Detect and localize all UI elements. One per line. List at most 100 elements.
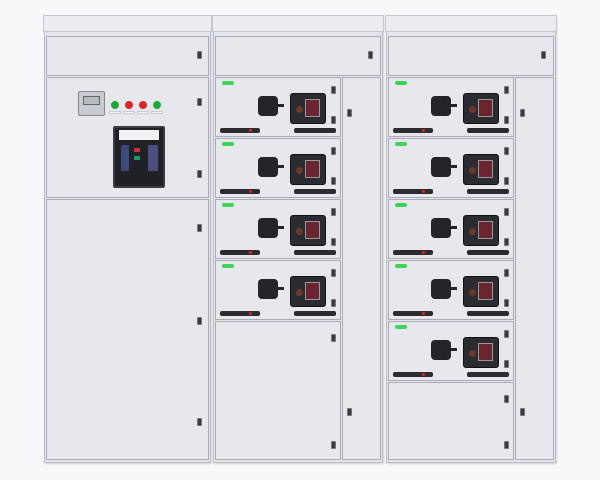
drawer-pull-handle[interactable] — [467, 372, 509, 377]
door-handle-icon[interactable] — [520, 408, 525, 416]
red-indicator — [249, 129, 252, 132]
drawer-latch-icon[interactable] — [331, 116, 336, 124]
drawer-pull-handle[interactable] — [220, 311, 260, 316]
top-door[interactable] — [388, 36, 554, 76]
drawer-latch-icon[interactable] — [504, 269, 509, 277]
bottom-door[interactable] — [388, 382, 514, 460]
operating-handle-knob[interactable] — [431, 218, 457, 238]
drawer-latch-icon[interactable] — [331, 299, 336, 307]
drawer-pull-handle[interactable] — [294, 128, 336, 133]
operating-handle-knob[interactable] — [431, 96, 457, 116]
red-indicator — [422, 312, 425, 315]
meter-button — [469, 289, 476, 296]
door-handle-icon[interactable] — [331, 441, 336, 449]
bottom-door[interactable] — [46, 199, 209, 460]
drawer-pull-handle[interactable] — [220, 189, 260, 194]
drawer-unit[interactable] — [215, 138, 341, 198]
door-handle-icon[interactable] — [368, 51, 373, 59]
drawer-latch-icon[interactable] — [504, 116, 509, 124]
drawer-latch-icon[interactable] — [504, 238, 509, 246]
cable-compartment-door[interactable] — [342, 77, 381, 460]
status-led — [395, 81, 407, 85]
drawer-unit[interactable] — [388, 77, 514, 137]
drawer-latch-icon[interactable] — [331, 208, 336, 216]
operating-handle-knob[interactable] — [431, 157, 457, 177]
drawer-pull-handle[interactable] — [294, 311, 336, 316]
drawer-unit[interactable] — [215, 199, 341, 259]
drawer-pull-handle[interactable] — [467, 250, 509, 255]
operating-handle-knob[interactable] — [258, 157, 284, 177]
drawer-latch-icon[interactable] — [331, 269, 336, 277]
drawer-latch-icon[interactable] — [504, 299, 509, 307]
door-handle-icon[interactable] — [504, 441, 509, 449]
operating-handle-knob[interactable] — [431, 279, 457, 299]
red-indicator — [422, 190, 425, 193]
door-handle-icon[interactable] — [197, 224, 202, 232]
control-door[interactable] — [46, 77, 209, 198]
drawer-pull-handle[interactable] — [467, 189, 509, 194]
incoming-cabinet — [43, 15, 212, 463]
top-door[interactable] — [46, 36, 209, 76]
door-handle-icon[interactable] — [197, 317, 202, 325]
drawer-pull-handle[interactable] — [220, 128, 260, 133]
operating-handle-knob[interactable] — [258, 96, 284, 116]
drawer-latch-icon[interactable] — [331, 238, 336, 246]
drawer-pull-handle[interactable] — [294, 250, 336, 255]
drawer-latch-icon[interactable] — [504, 208, 509, 216]
meter-button — [296, 106, 303, 113]
drawer-unit[interactable] — [388, 138, 514, 198]
drawer-pull-handle[interactable] — [467, 128, 509, 133]
drawer-latch-icon[interactable] — [504, 86, 509, 94]
bottom-door[interactable] — [215, 321, 341, 460]
top-door[interactable] — [215, 36, 381, 76]
operating-handle-knob[interactable] — [258, 279, 284, 299]
drawer-pull-handle[interactable] — [393, 189, 433, 194]
door-handle-icon[interactable] — [197, 170, 202, 178]
cabinet-top-cap — [43, 15, 212, 32]
drawer-unit[interactable] — [215, 260, 341, 320]
red-indicator — [422, 373, 425, 376]
drawer-unit[interactable] — [388, 199, 514, 259]
drawer-pull-handle[interactable] — [393, 250, 433, 255]
drawer-unit[interactable] — [388, 260, 514, 320]
door-handle-icon[interactable] — [197, 98, 202, 106]
meter-display — [305, 282, 320, 300]
operating-handle-knob[interactable] — [431, 340, 457, 360]
door-handle-icon[interactable] — [331, 334, 336, 342]
drawer-latch-icon[interactable] — [331, 147, 336, 155]
drawer-latch-icon[interactable] — [504, 177, 509, 185]
drawer-meter — [463, 276, 499, 307]
meter-button — [296, 167, 303, 174]
door-handle-icon[interactable] — [347, 408, 352, 416]
door-handle-icon[interactable] — [504, 395, 509, 403]
drawer-meter — [290, 93, 326, 124]
drawer-meter — [463, 215, 499, 246]
drawer-latch-icon[interactable] — [331, 177, 336, 185]
meter-button — [296, 289, 303, 296]
door-handle-icon[interactable] — [197, 51, 202, 59]
drawer-unit[interactable] — [388, 321, 514, 381]
drawer-pull-handle[interactable] — [294, 189, 336, 194]
door-handle-icon[interactable] — [520, 109, 525, 117]
meter-button — [469, 167, 476, 174]
operating-handle-knob[interactable] — [258, 218, 284, 238]
indicator-light-red — [139, 101, 147, 109]
air-circuit-breaker[interactable] — [113, 126, 165, 188]
drawer-unit[interactable] — [215, 77, 341, 137]
drawer-pull-handle[interactable] — [393, 311, 433, 316]
drawer-pull-handle[interactable] — [467, 311, 509, 316]
drawer-latch-icon[interactable] — [504, 147, 509, 155]
drawer-pull-handle[interactable] — [220, 250, 260, 255]
drawer-pull-handle[interactable] — [393, 372, 433, 377]
power-meter — [78, 91, 105, 116]
drawer-latch-icon[interactable] — [504, 330, 509, 338]
door-handle-icon[interactable] — [541, 51, 546, 59]
drawer-latch-icon[interactable] — [331, 86, 336, 94]
door-handle-icon[interactable] — [347, 109, 352, 117]
drawer-pull-handle[interactable] — [393, 128, 433, 133]
cable-compartment-door[interactable] — [515, 77, 554, 460]
drawer-latch-icon[interactable] — [504, 360, 509, 368]
door-handle-icon[interactable] — [197, 418, 202, 426]
indicator-lights — [109, 101, 171, 115]
drawer-meter — [290, 215, 326, 246]
